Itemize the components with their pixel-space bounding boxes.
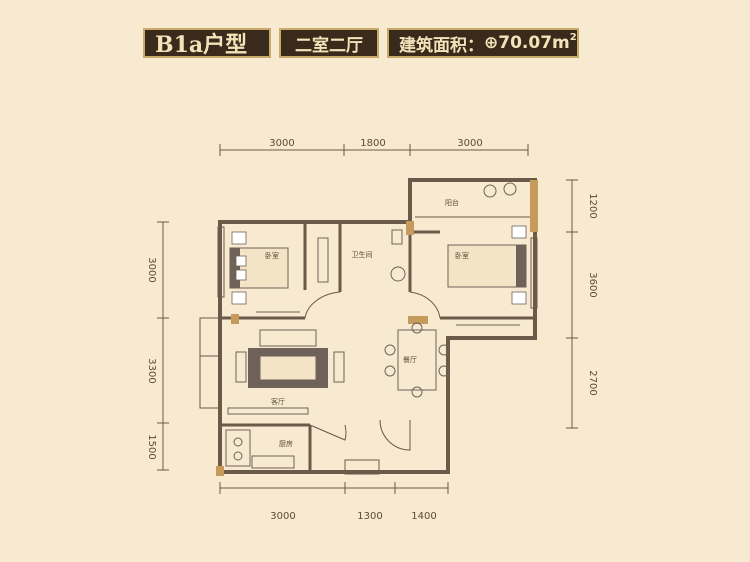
balcony: 阳台 (415, 182, 530, 218)
area-label: 建筑面积： (399, 35, 484, 56)
dim-bottom-3: 1400 (411, 511, 436, 522)
dim-top-1: 3000 (269, 138, 294, 149)
accent-columns (216, 180, 538, 476)
dining-area: 餐厅 (384, 322, 450, 398)
unit-type-badge: B1a户型 (143, 28, 271, 58)
bedroom-left: 卧室 (229, 231, 300, 313)
bedroom-right: 卧室 (447, 225, 527, 326)
room-label-living: 客厅 (271, 397, 285, 406)
bathroom: 卫生间 (317, 229, 406, 283)
dim-left-2: 3300 (146, 358, 157, 383)
room-label-kitchen: 厨房 (279, 439, 293, 448)
windows (199, 226, 538, 475)
room-label-bedroom-right: 卧室 (455, 251, 469, 260)
interior-walls (220, 222, 535, 472)
dim-left-1: 3000 (146, 257, 157, 282)
door-swings (304, 291, 441, 451)
dim-top-2: 1800 (360, 138, 385, 149)
area-value: 70.07m (498, 33, 570, 53)
dim-bottom-2: 1300 (357, 511, 382, 522)
dim-top-3: 3000 (457, 138, 482, 149)
area-unit-superscript: 2 (569, 31, 577, 43)
room-label-bedroom-left: 卧室 (265, 251, 279, 260)
area-symbol: ⊕ (484, 33, 499, 53)
room-layout-badge: 二室二厅 (279, 28, 379, 58)
dim-right-2: 3600 (587, 272, 598, 297)
dim-bottom-1: 3000 (270, 511, 295, 522)
room-label-dining: 餐厅 (403, 355, 417, 364)
dim-left-3: 1500 (146, 434, 157, 459)
exterior-walls (218, 178, 537, 474)
room-label-balcony: 阳台 (445, 198, 459, 207)
kitchen: 厨房 (225, 429, 295, 469)
dim-right-1: 1200 (587, 193, 598, 218)
room-label-bathroom: 卫生间 (352, 250, 373, 259)
dim-right-3: 2700 (587, 370, 598, 395)
dimension-lines (157, 144, 578, 494)
living-area: 客厅 (227, 329, 345, 415)
